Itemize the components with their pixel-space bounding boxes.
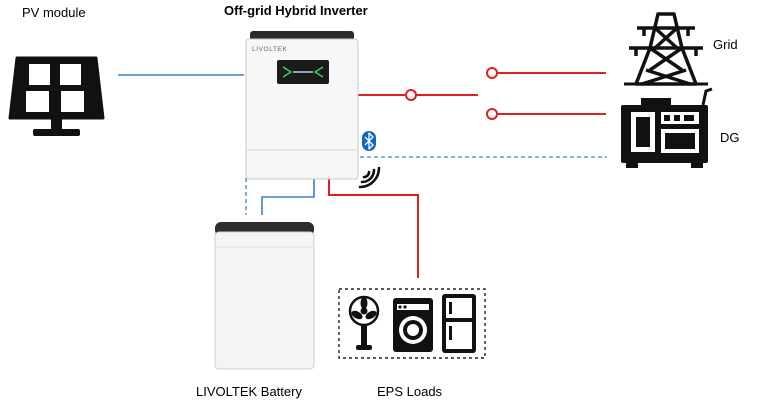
- inverter-brand-text: LIVOLTEK: [252, 46, 287, 53]
- refrigerator-icon: [442, 294, 476, 353]
- switch-common-contact: [405, 89, 417, 101]
- fan-icon: [348, 295, 380, 350]
- pv-module-label: PV module: [22, 5, 86, 20]
- switch-dg-contact: [486, 108, 498, 120]
- wifi-icon: [358, 166, 381, 189]
- bluetooth-icon: [362, 131, 376, 151]
- eps-loads-frame: [338, 288, 486, 359]
- inverter-label: Off-grid Hybrid Inverter: [224, 3, 368, 18]
- battery-dc-line: [261, 178, 315, 215]
- switch-grid-contact: [486, 67, 498, 79]
- dg-label: DG: [720, 130, 740, 145]
- solar-panel-icon: [8, 56, 105, 136]
- generator-icon: [621, 87, 713, 168]
- transmission-tower-icon: [624, 12, 708, 86]
- battery-device: [214, 222, 315, 370]
- eps-line: [328, 178, 419, 278]
- eps-loads-label: EPS Loads: [377, 384, 443, 399]
- battery-label: LIVOLTEK Battery: [196, 384, 302, 399]
- grid-label: Grid: [713, 37, 738, 52]
- washing-machine-icon: [393, 298, 433, 352]
- inverter-device: LIVOLTEK: [245, 31, 359, 180]
